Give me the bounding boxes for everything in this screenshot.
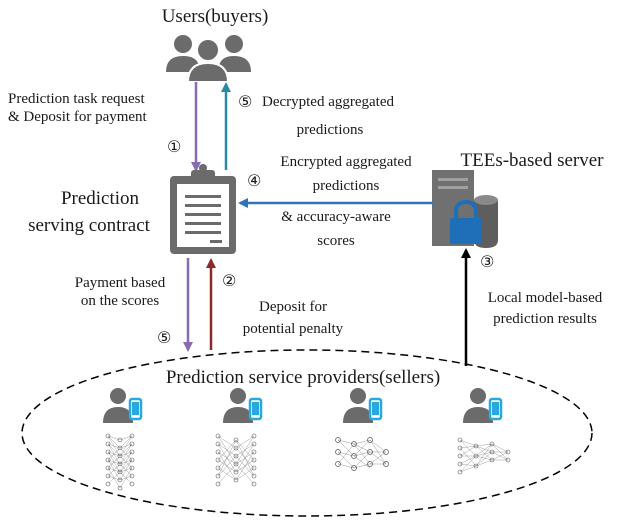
provider-1: [101, 386, 143, 491]
provider-person-phone-icon: [101, 386, 143, 425]
step4-number: ④: [247, 171, 261, 190]
step5-bottom-label-line2: on the scores: [81, 293, 159, 309]
step5-top-number: ⑤: [238, 92, 252, 111]
step4-label-line2: predictions: [313, 178, 380, 194]
provider-person-phone-icon: [461, 386, 503, 425]
step3-label-line1: Local model-based: [488, 290, 603, 306]
step4-label-line1: Encrypted aggregated: [280, 154, 412, 170]
step3-number: ③: [480, 252, 494, 271]
provider-person-phone-icon: [341, 386, 383, 425]
step5-top-label-line2: predictions: [297, 122, 364, 138]
provider-3: [335, 386, 389, 471]
contract-title-line1: Prediction: [61, 188, 140, 209]
step5-bottom-label-line1: Payment based: [75, 275, 166, 291]
provider-4: [457, 386, 511, 475]
neural-network-icon: [335, 437, 389, 471]
contract-document-icon: [170, 164, 236, 254]
providers-group: [21, 349, 593, 517]
neural-network-icon: [457, 437, 511, 475]
step5-top-label-line1: Decrypted aggregated: [262, 94, 395, 110]
step4-label-line4: scores: [317, 233, 355, 249]
server-title: TEEs-based server: [461, 150, 605, 171]
users-title: Users(buyers): [162, 6, 269, 27]
neural-network-icon: [105, 433, 135, 491]
step2-label-line1: Deposit for: [259, 299, 327, 315]
step3-label-line2: prediction results: [493, 311, 597, 327]
step5-bottom-number: ⑤: [157, 328, 171, 347]
step4-label-line3: & accuracy-aware: [281, 209, 391, 225]
step1-label-line2: & Deposit for payment: [8, 109, 148, 125]
contract-title-line2: serving contract: [28, 215, 151, 236]
server-lock-icon: [432, 170, 498, 248]
step2-number: ②: [222, 271, 236, 290]
neural-network-icon: [215, 433, 257, 487]
step2-label-line2: potential penalty: [243, 321, 344, 337]
step1-label-line1: Prediction task request: [8, 91, 145, 107]
providers-title: Prediction service providers(sellers): [166, 367, 440, 388]
users-group-icon: [166, 35, 251, 83]
step1-number: ①: [167, 137, 181, 156]
provider-person-phone-icon: [221, 386, 263, 425]
provider-2: [215, 386, 263, 487]
